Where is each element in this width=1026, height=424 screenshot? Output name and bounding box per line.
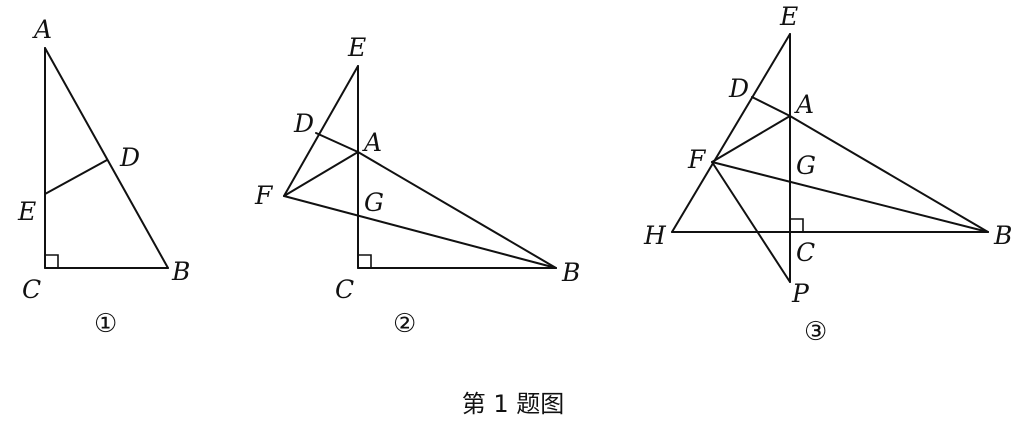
label-H: H xyxy=(643,221,667,250)
figure-2: E D A F G C B ② xyxy=(254,33,580,339)
label-C: C xyxy=(796,238,815,267)
segment-FP xyxy=(711,161,791,283)
label-C: C xyxy=(22,275,41,304)
label-E: E xyxy=(17,197,36,226)
segment-AB xyxy=(789,115,989,233)
segment-AB xyxy=(357,151,557,269)
label-D: D xyxy=(293,109,314,138)
label-B: B xyxy=(171,257,190,286)
label-A: A xyxy=(32,15,52,44)
segment-FB xyxy=(283,195,557,269)
figure-number-1: ① xyxy=(94,309,117,339)
label-F: F xyxy=(687,145,707,174)
segment-FA xyxy=(711,115,791,163)
label-D: D xyxy=(119,143,140,172)
label-A: A xyxy=(794,90,814,119)
label-E: E xyxy=(347,33,366,62)
segment-DA xyxy=(751,96,791,117)
segment-ED xyxy=(44,159,108,195)
segment-FA xyxy=(283,151,359,197)
segment-AB xyxy=(44,47,169,269)
label-G: G xyxy=(796,151,816,180)
label-E: E xyxy=(779,2,798,31)
right-angle-mark-C xyxy=(790,218,804,232)
segment-EH xyxy=(671,33,791,233)
figure-caption: 第 1 题图 xyxy=(462,390,565,418)
label-F: F xyxy=(254,181,274,210)
label-P: P xyxy=(791,279,810,308)
segment-DA xyxy=(315,132,359,153)
right-angle-mark-C xyxy=(45,254,59,268)
figure-number-3: ③ xyxy=(804,317,827,347)
label-D: D xyxy=(728,74,749,103)
segment-FB xyxy=(711,161,989,233)
label-B: B xyxy=(561,258,580,287)
label-A: A xyxy=(362,128,382,157)
figure-1: A D E C B ① xyxy=(17,15,190,339)
segment-EF xyxy=(283,65,359,197)
figure-3: E D A F G H C B P ③ xyxy=(643,2,1012,347)
figure-number-2: ② xyxy=(393,309,416,339)
label-G: G xyxy=(364,188,384,217)
right-angle-mark-C xyxy=(358,254,372,268)
label-C: C xyxy=(335,275,354,304)
label-B: B xyxy=(993,221,1012,250)
